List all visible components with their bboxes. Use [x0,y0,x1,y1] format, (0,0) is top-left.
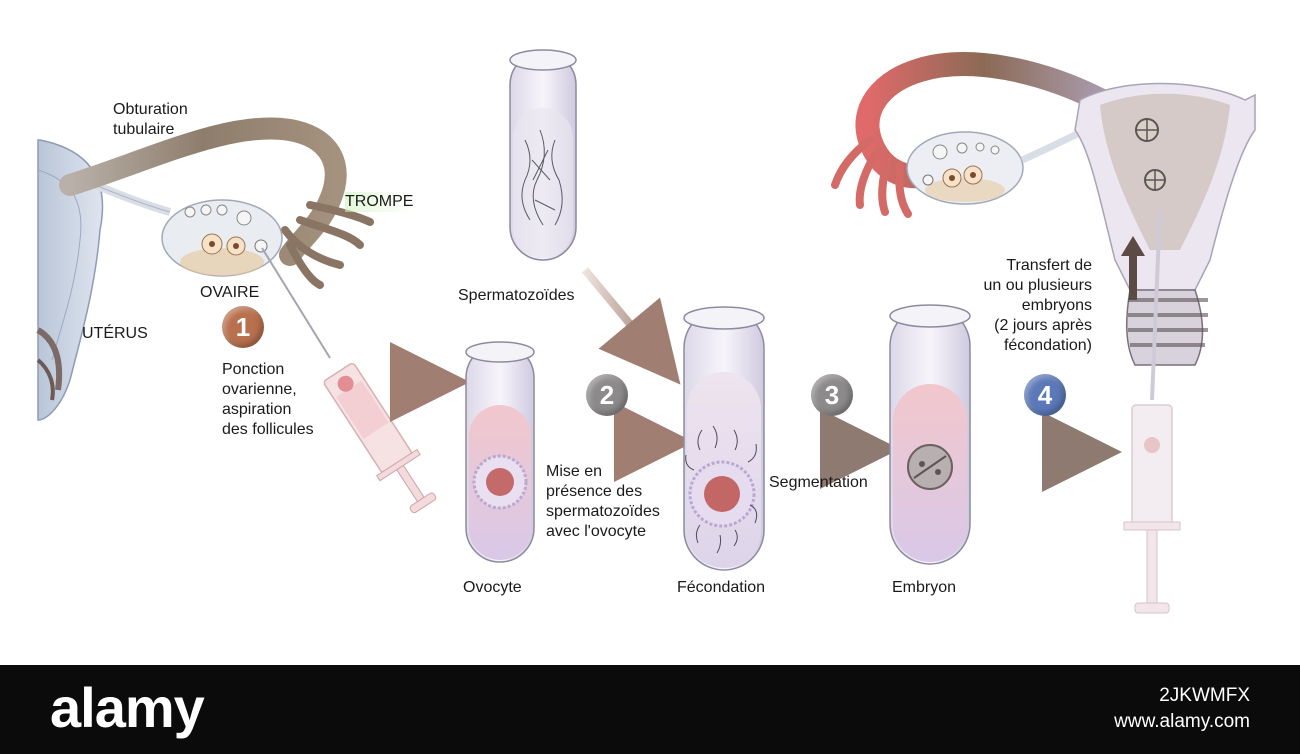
site-url: www.alamy.com [1114,711,1250,732]
step-4-badge: 4 [1024,374,1066,416]
label-spermatozoides: Spermatozoïdes [458,287,575,304]
transfer-syringe [1123,404,1181,614]
aspiration-syringe [261,247,437,514]
embryon-tube [889,304,971,565]
label-uterus: UTÉRUS [82,325,148,342]
right-fallopian-tube [831,52,1112,218]
label-fecondation: Fécondation [677,579,766,596]
step-2-badge: 2 [586,374,628,416]
label-trompe: TROMPE [345,192,414,212]
ovocyte-tube [465,341,535,563]
label-embryon: Embryon [892,579,957,596]
left-ovary [161,199,283,277]
alamy-logo: alamy [50,676,205,739]
left-uterus [36,139,172,421]
watermark-footer: alamy 2JKWMFX www.alamy.com [0,665,1300,754]
label-segmentation: Segmentation [769,474,868,491]
right-uterus [1074,82,1256,401]
label-ovocyte: Ovocyte [463,579,522,596]
step-3-badge: 3 [811,374,853,416]
arrow-sperm-to-fecondation [581,267,681,385]
image-id: 2JKWMFX [1159,685,1250,706]
left-fallopian-tube [59,117,374,289]
step-1-badge: 1 [222,306,264,348]
sperm-tube [509,49,577,261]
fecondation-tube [683,306,765,571]
diagram-illustration [36,49,1256,614]
label-ovaire: OVAIRE [200,284,260,301]
right-ovary [906,126,1087,205]
